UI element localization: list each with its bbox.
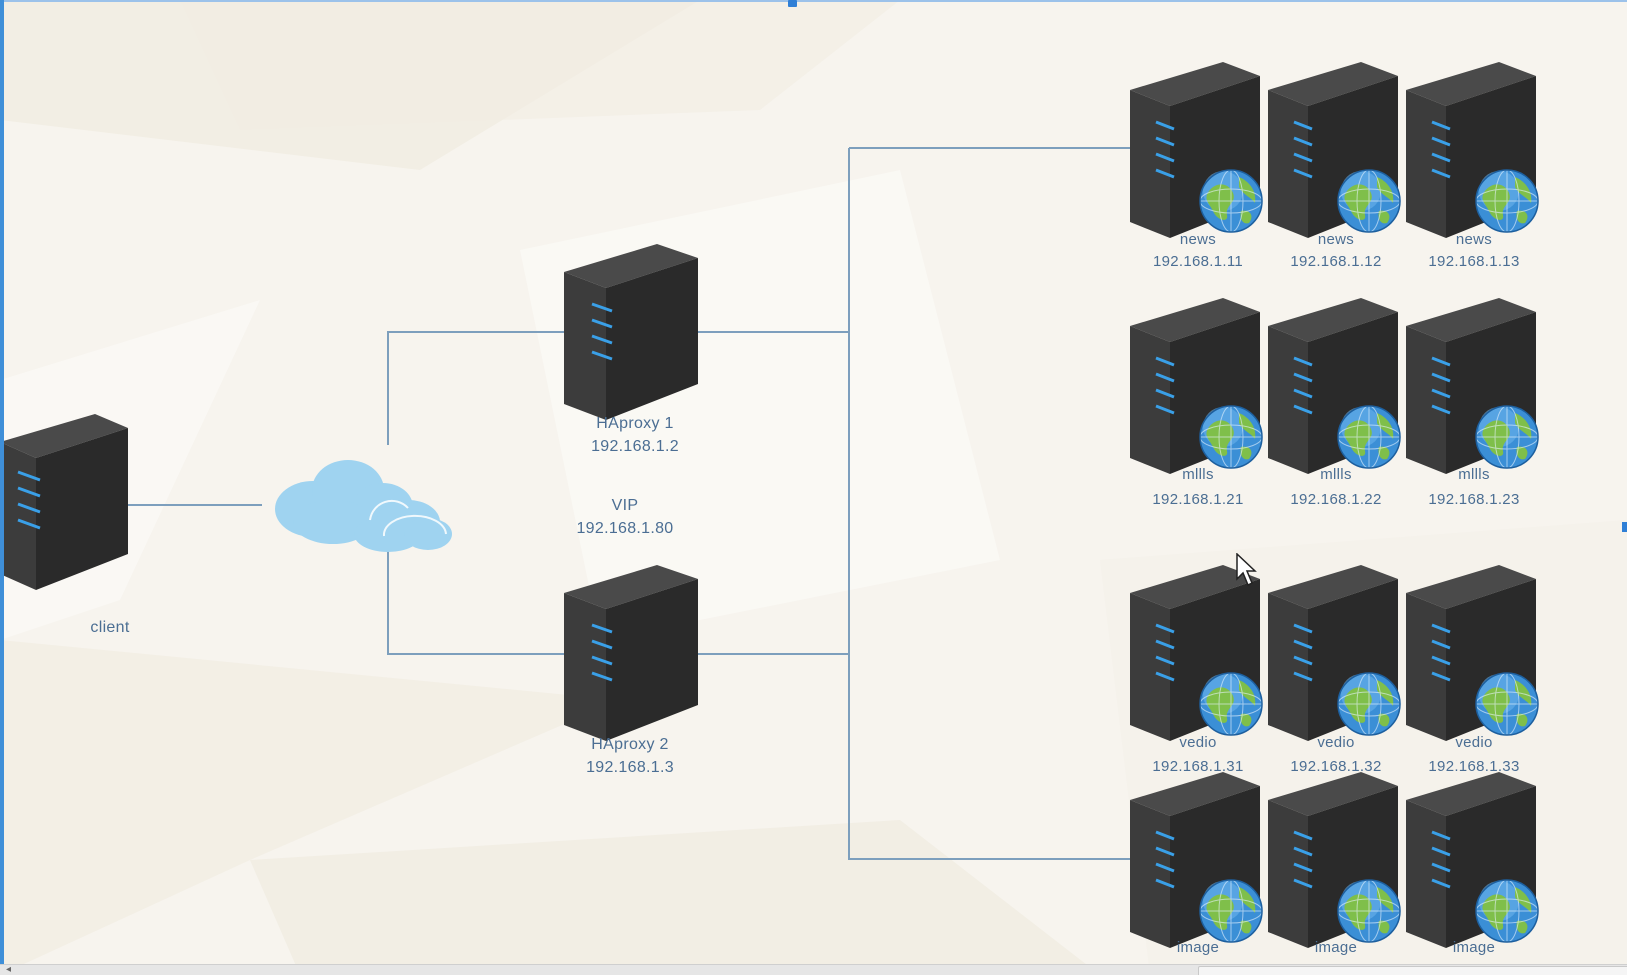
web-server-1-name: news <box>1179 231 1217 248</box>
web-server-10[interactable] <box>1128 772 1268 952</box>
horizontal-scrollbar[interactable] <box>0 964 1627 975</box>
web-server-7-name: vedio <box>1179 734 1217 751</box>
web-server-7[interactable] <box>1128 565 1268 745</box>
web-server-12-name: image <box>1452 939 1496 956</box>
globe-icon <box>1337 169 1401 233</box>
web-server-11[interactable] <box>1266 772 1406 952</box>
web-server-1-ip: 192.168.1.11 <box>1152 253 1244 270</box>
vip-name: VIP <box>611 497 639 514</box>
haproxy-1-name: HAproxy 1 <box>596 415 674 432</box>
web-server-11-name: image <box>1314 939 1358 956</box>
web-server-6[interactable] <box>1404 298 1544 478</box>
web-server-2[interactable] <box>1266 62 1406 242</box>
server-tower-icon <box>0 414 128 590</box>
globe-icon <box>1337 672 1401 736</box>
globe-icon <box>1337 879 1401 943</box>
web-server-9-name: vedio <box>1455 734 1493 751</box>
scroll-left-arrow-icon[interactable]: ◂ <box>6 964 12 975</box>
web-server-3-name: news <box>1455 231 1493 248</box>
web-server-9[interactable] <box>1404 565 1544 745</box>
haproxy-2-ip: 192.168.1.3 <box>586 759 674 776</box>
web-server-5-ip: 192.168.1.22 <box>1290 491 1382 508</box>
web-server-9-ip: 192.168.1.33 <box>1428 758 1520 775</box>
globe-icon <box>1475 879 1539 943</box>
web-server-5[interactable] <box>1266 298 1406 478</box>
web-server-3[interactable] <box>1404 62 1544 242</box>
web-server-5-name: mllls <box>1320 466 1352 483</box>
haproxy-2-server[interactable] <box>562 565 702 745</box>
vip-ip: 192.168.1.80 <box>576 520 674 537</box>
globe-icon <box>1337 405 1401 469</box>
mouse-cursor-icon <box>1236 553 1257 587</box>
haproxy-2-name: HAproxy 2 <box>591 736 669 753</box>
web-server-4-name: mllls <box>1182 466 1214 483</box>
web-server-1[interactable] <box>1128 62 1268 242</box>
web-server-3-ip: 192.168.1.13 <box>1428 253 1520 270</box>
web-server-8[interactable] <box>1266 565 1406 745</box>
globe-icon <box>1475 672 1539 736</box>
globe-icon <box>1199 169 1263 233</box>
server-tower-icon <box>564 244 698 420</box>
web-server-2-ip: 192.168.1.12 <box>1290 253 1382 270</box>
globe-icon <box>1475 405 1539 469</box>
selection-left-edge <box>0 0 4 975</box>
globe-icon <box>1199 405 1263 469</box>
globe-icon <box>1475 169 1539 233</box>
web-server-4-ip: 192.168.1.21 <box>1152 491 1244 508</box>
resize-handle-right[interactable] <box>1622 522 1627 532</box>
resize-handle-top[interactable] <box>788 0 797 7</box>
web-server-12[interactable] <box>1404 772 1544 952</box>
web-server-2-name: news <box>1317 231 1355 248</box>
globe-icon <box>1199 672 1263 736</box>
haproxy-1-server[interactable] <box>562 244 702 424</box>
selection-top-edge <box>4 0 1627 2</box>
haproxy-1-ip: 192.168.1.2 <box>591 438 679 455</box>
horizontal-scrollbar-thumb[interactable] <box>1198 966 1627 975</box>
web-server-6-ip: 192.168.1.23 <box>1428 491 1520 508</box>
client-label: client <box>90 619 130 636</box>
web-server-8-name: vedio <box>1317 734 1355 751</box>
web-server-10-name: image <box>1176 939 1220 956</box>
client-server[interactable] <box>0 414 140 594</box>
server-tower-icon <box>1130 298 1260 474</box>
server-tower-icon <box>564 565 698 741</box>
web-server-6-name: mllls <box>1458 466 1490 483</box>
web-server-4[interactable] <box>1128 298 1268 478</box>
web-server-8-ip: 192.168.1.32 <box>1290 758 1382 775</box>
web-server-7-ip: 192.168.1.31 <box>1152 758 1244 775</box>
globe-icon <box>1199 879 1263 943</box>
internet-cloud[interactable] <box>258 452 458 557</box>
